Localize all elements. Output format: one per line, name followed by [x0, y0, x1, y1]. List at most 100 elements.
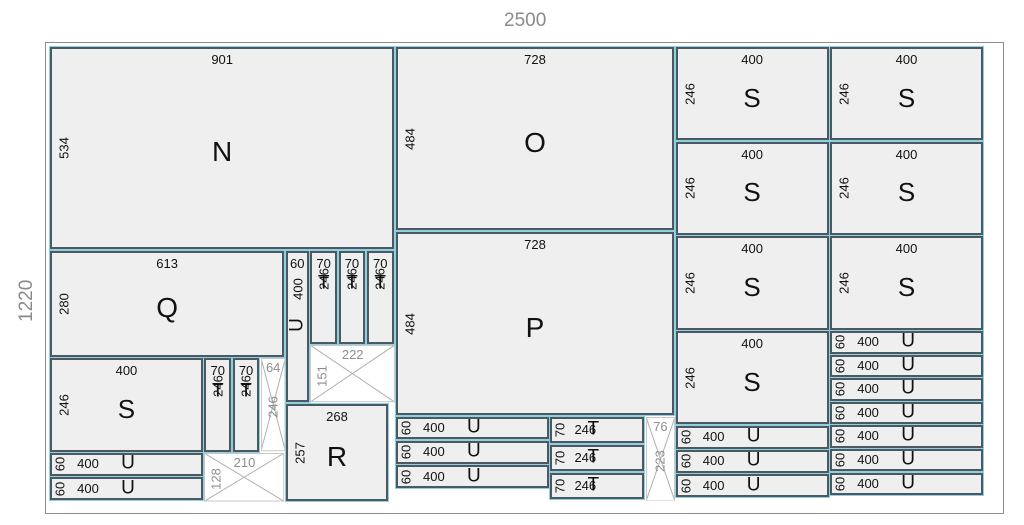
piece-s8: 400 246 S [674, 330, 830, 426]
piece-width-label: 400 [857, 357, 879, 373]
piece-width-label: 246 [574, 449, 597, 465]
waste-cross-icon [645, 416, 675, 502]
piece-u9: 400 60 U [829, 330, 984, 355]
piece-name: U [901, 330, 915, 352]
piece-height-label: 60 [52, 457, 68, 472]
waste-width-label: 222 [341, 347, 364, 363]
piece-height-label: 484 [402, 127, 418, 150]
piece-width-label: 400 [857, 404, 879, 420]
piece-name: S [743, 366, 761, 397]
piece-height-label: 60 [398, 445, 414, 460]
piece-width-label: 70 [238, 363, 254, 379]
piece-name: T [587, 446, 600, 468]
piece-height-label: 60 [832, 335, 848, 350]
piece-name: U [901, 424, 915, 446]
waste-height-label: 128 [208, 468, 224, 491]
waste-width-label: 210 [233, 455, 256, 471]
piece-width-label: 400 [423, 468, 445, 484]
piece-name: R [326, 440, 348, 472]
piece-name: S [743, 82, 761, 113]
piece-height-label: 70 [552, 478, 568, 494]
waste-cross-icon [310, 345, 396, 403]
piece-width-label: 728 [524, 52, 546, 67]
piece-height-label: 60 [832, 452, 848, 468]
piece-width-label: 400 [741, 336, 763, 352]
piece-name: U [746, 474, 761, 496]
waste-cross-icon [260, 358, 286, 452]
piece-height-label: 400 [290, 277, 306, 300]
piece-name: N [212, 136, 233, 168]
waste-height-label: 223 [652, 450, 668, 472]
piece-width-label: 901 [211, 52, 234, 67]
piece-height-label: 280 [56, 292, 72, 315]
piece-name: S [897, 177, 916, 208]
piece-name: T [317, 272, 330, 294]
piece-name: P [525, 311, 545, 343]
piece-name: T [346, 272, 358, 294]
piece-t7: 246 70 T [549, 443, 646, 473]
piece-name: O [524, 126, 546, 158]
piece-name: U [467, 440, 481, 462]
piece-name: S [897, 82, 916, 113]
piece-name: Q [156, 291, 179, 323]
piece-width-label: 728 [524, 236, 546, 252]
piece-name: T [374, 272, 387, 294]
piece-height-label: 534 [56, 137, 72, 159]
waste-area-w3: 210 128 [204, 453, 285, 502]
piece-height-label: 484 [402, 312, 418, 335]
piece-width-label: 400 [77, 456, 99, 472]
piece-width-label: 246 [574, 421, 597, 437]
piece-height-label: 246 [836, 82, 852, 105]
piece-width-label: 400 [857, 334, 879, 350]
piece-name: T [211, 380, 224, 402]
piece-height-label: 246 [682, 177, 698, 200]
piece-n: 901 534 N [48, 45, 396, 251]
piece-height-label: 60 [52, 481, 68, 496]
piece-height-label: 60 [678, 454, 694, 469]
piece-height-label: 246 [682, 366, 698, 389]
waste-width-label: 64 [265, 360, 281, 376]
piece-name: T [587, 474, 600, 496]
piece-o: 728 484 O [394, 45, 676, 232]
piece-name: T [240, 380, 252, 402]
piece-width-label: 70 [316, 255, 331, 271]
piece-height-label: 60 [832, 405, 848, 421]
piece-width-label: 400 [77, 480, 99, 496]
piece-p: 728 484 P [394, 230, 676, 417]
piece-width-label: 400 [702, 429, 725, 445]
piece-name: U [286, 317, 308, 332]
piece-t8: 246 70 T [549, 471, 646, 501]
piece-width-label: 246 [574, 478, 597, 494]
piece-name: U [901, 472, 915, 494]
piece-height-label: 70 [552, 450, 568, 466]
piece-width-label: 60 [290, 255, 305, 271]
sheet-height-label: 1220 [16, 279, 37, 322]
piece-name: S [743, 177, 761, 208]
piece-height-label: 60 [678, 429, 694, 445]
piece-width-label: 400 [857, 451, 879, 467]
piece-height-label: 60 [832, 382, 848, 397]
piece-height-label: 257 [292, 441, 308, 464]
piece-width-label: 400 [423, 420, 445, 436]
piece-name: T [587, 418, 600, 440]
piece-name: S [117, 393, 136, 424]
